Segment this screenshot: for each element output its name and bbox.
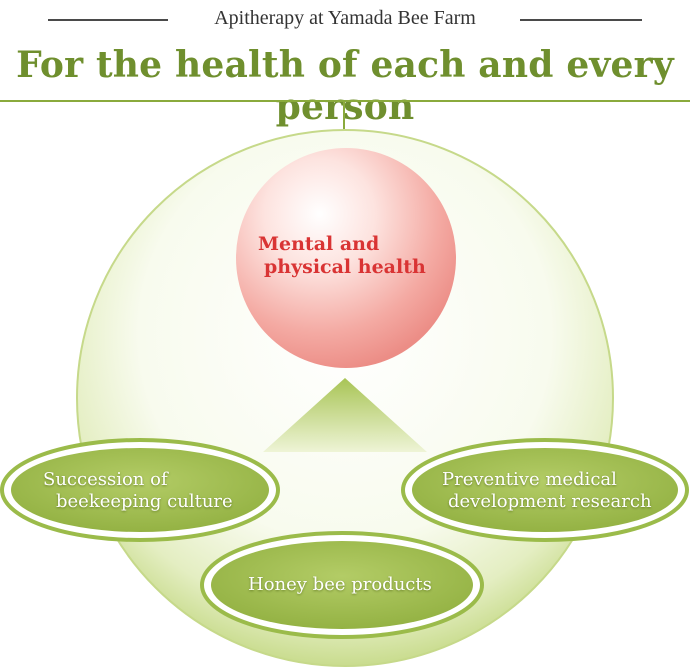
page-title: For the health of each and every person xyxy=(16,44,674,128)
center-label-line1: Mental and xyxy=(258,233,380,255)
pyramid-triangle xyxy=(263,378,427,452)
supertitle-block: Apitherapy at Yamada Bee Farm xyxy=(0,0,690,40)
center-label-line2: physical health xyxy=(264,255,426,278)
pillar-left-line1: Succession of xyxy=(43,469,168,490)
title-underline xyxy=(0,100,690,102)
pillar-bottom-label: Honey bee products xyxy=(248,574,432,596)
pillar-right-line2: development research xyxy=(448,490,652,512)
pillar-bottom-shape xyxy=(200,531,484,639)
pillar-right-line1: Preventive medical xyxy=(442,469,617,490)
pillar-right-label: Preventive medical development research xyxy=(442,469,652,512)
supertitle: Apitherapy at Yamada Bee Farm xyxy=(214,7,476,29)
pillar-left-label: Succession of beekeeping culture xyxy=(43,469,233,512)
connector-stem xyxy=(343,100,345,130)
pillar-bottom-line1: Honey bee products xyxy=(248,574,432,595)
health-sphere xyxy=(236,148,456,368)
center-label: Mental and physical health xyxy=(258,233,426,279)
pillar-left-shape xyxy=(0,438,280,542)
pillar-right-shape xyxy=(401,438,689,542)
pillar-left-line2: beekeeping culture xyxy=(56,490,233,512)
supertitle-rule-left xyxy=(48,19,168,21)
supertitle-rule-right xyxy=(520,19,642,21)
